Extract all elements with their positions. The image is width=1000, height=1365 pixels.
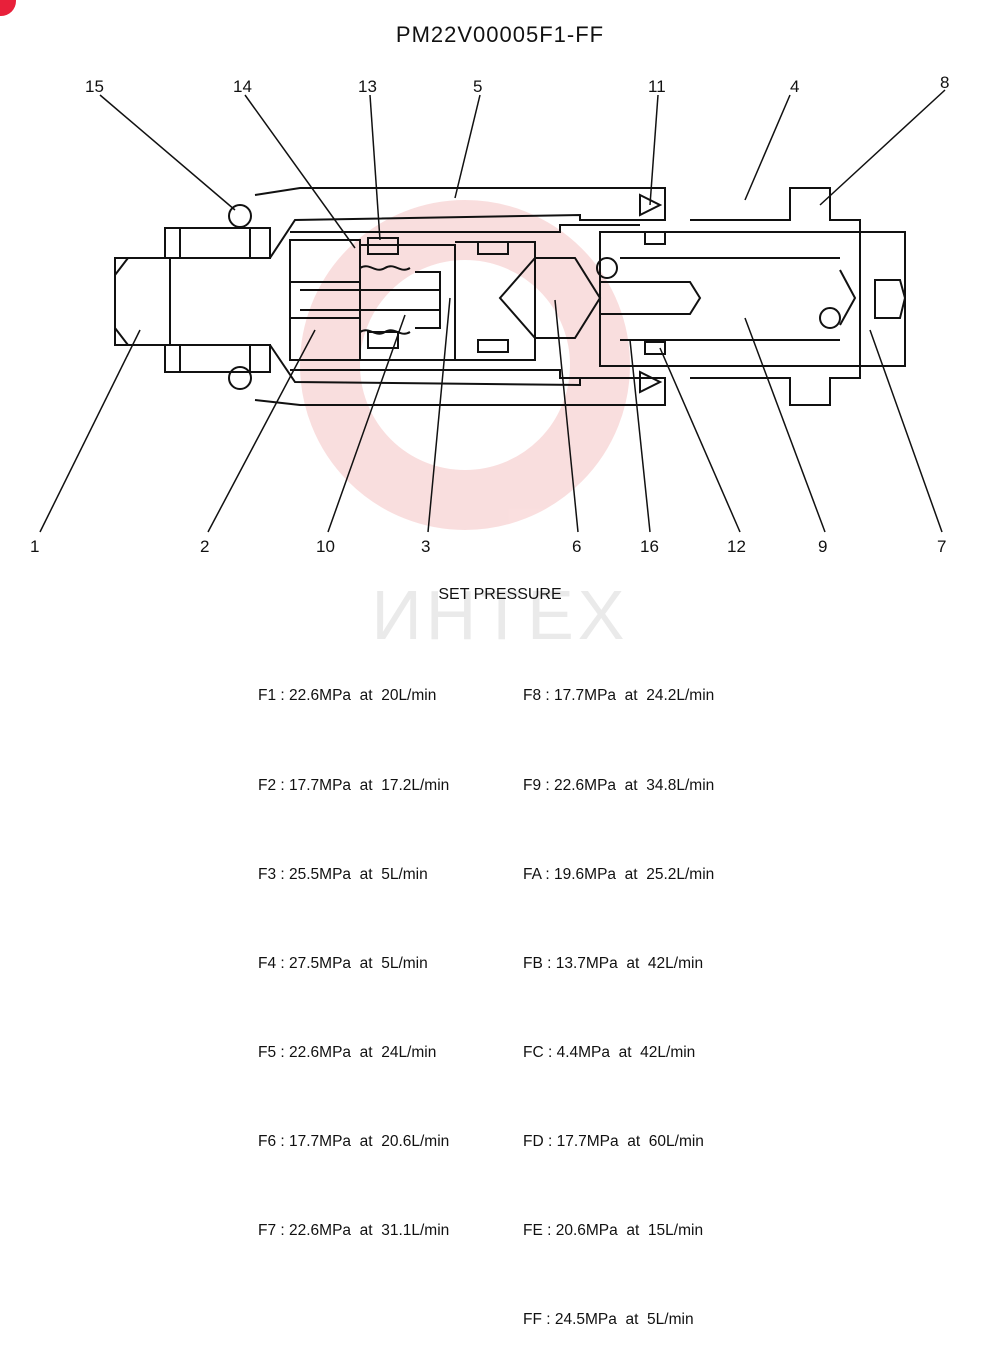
pressure-row: FA : 19.6MPa at 25.2L/min <box>523 865 715 883</box>
pressure-row: FE : 20.6MPa at 15L/min <box>523 1222 704 1240</box>
callout-16: 16 <box>640 537 659 556</box>
pressure-row: F9 : 22.6MPa at 34.8L/min <box>523 776 715 794</box>
callout-13: 13 <box>358 77 377 96</box>
callout-9: 9 <box>818 537 827 556</box>
callout-6: 6 <box>572 537 581 556</box>
set-pressure-heading: SET PRESSURE <box>438 586 562 603</box>
callout-4: 4 <box>790 77 799 96</box>
pressure-row: FD : 17.7MPa at 60L/min <box>523 1132 704 1150</box>
set-pressure-left-column: F1 : 22.6MPa at 20L/min F2 : 17.7MPa at … <box>258 622 449 1275</box>
pressure-row: F3 : 25.5MPa at 5L/min <box>258 865 428 883</box>
callout-8: 8 <box>940 73 949 92</box>
pressure-row: F8 : 17.7MPa at 24.2L/min <box>523 687 715 705</box>
set-pressure-right-column: F8 : 17.7MPa at 24.2L/min F9 : 22.6MPa a… <box>523 622 714 1365</box>
valve-body-outline <box>114 187 907 406</box>
callout-11: 11 <box>648 77 666 96</box>
callout-7: 7 <box>937 537 946 556</box>
pressure-row: F5 : 22.6MPa at 24L/min <box>258 1043 437 1061</box>
callout-10: 10 <box>316 537 335 556</box>
pressure-row: FC : 4.4MPa at 42L/min <box>523 1043 696 1061</box>
callout-1: 1 <box>30 537 39 556</box>
drawing-title: PM22V00005F1-FF <box>395 22 605 47</box>
pressure-row: FB : 13.7MPa at 42L/min <box>523 954 704 972</box>
callout-15: 15 <box>85 77 104 96</box>
relief-valve-cross-section: 1 2 3 4 5 6 7 8 9 10 11 12 13 14 15 16 <box>30 73 949 556</box>
pressure-row: F4 : 27.5MPa at 5L/min <box>258 954 428 972</box>
callout-leaders <box>39 89 946 533</box>
pressure-row: F1 : 22.6MPa at 20L/min <box>258 687 437 705</box>
watermark-text: ИНТЕХ <box>371 576 629 654</box>
pressure-row: FF : 24.5MPa at 5L/min <box>523 1311 694 1329</box>
pressure-row: F2 : 17.7MPa at 17.2L/min <box>258 776 450 794</box>
pressure-row: F7 : 22.6MPa at 31.1L/min <box>258 1222 450 1240</box>
callout-2: 2 <box>200 537 209 556</box>
pressure-row: F6 : 17.7MPa at 20.6L/min <box>258 1132 450 1150</box>
callout-12: 12 <box>727 537 746 556</box>
callout-5: 5 <box>473 77 482 96</box>
callout-numbers: 1 2 3 4 5 6 7 8 9 10 11 12 13 14 15 16 <box>30 73 949 556</box>
callout-14: 14 <box>233 77 252 96</box>
watermark-gear-icon <box>300 200 630 530</box>
callout-3: 3 <box>421 537 430 556</box>
